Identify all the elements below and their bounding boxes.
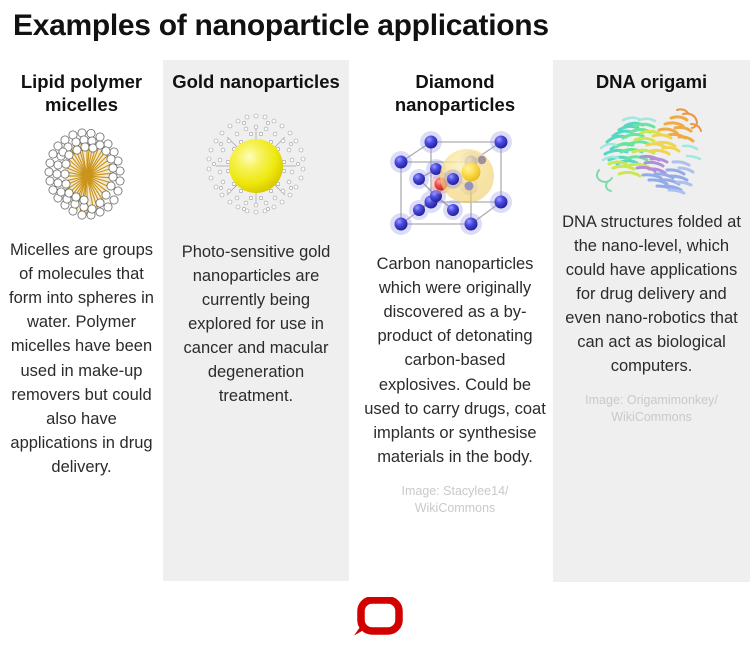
image-credit: Image: Stacylee14/ WikiCommons — [401, 483, 509, 515]
image-credit: Image: Origamimonkey/ WikiCommons — [585, 393, 718, 424]
logo-container — [0, 596, 754, 644]
card-body-text: Photo-sensitive gold nanoparticles are c… — [181, 242, 331, 406]
card-heading: Diamond nanoparticles — [394, 71, 516, 115]
micelle-illustration — [32, 124, 132, 228]
card-heading: Gold nanoparticles — [172, 71, 340, 92]
the-conversation-logo — [351, 596, 403, 644]
card-heading: Lipid polymer micelles — [20, 71, 143, 115]
dna-origami-illustration — [583, 102, 721, 200]
card-heading: DNA origami — [595, 71, 708, 92]
card-body-text: Carbon nanoparticles which were original… — [364, 255, 546, 466]
card-diamond-nanoparticles: Diamond nanoparticles — [355, 60, 555, 570]
card-body-text: Micelles are groups of molecules that fo… — [9, 241, 154, 476]
diamond-lattice-illustration — [379, 124, 531, 242]
page-title: Examples of nanoparticle applications — [13, 9, 549, 42]
card-body-text: DNA structures folded at the nano-level,… — [562, 212, 741, 376]
card-gold-nanoparticles: Gold nanoparticles — [163, 60, 349, 581]
card-dna-origami: DNA origami — [553, 60, 750, 582]
gold-nanoparticle-illustration — [181, 102, 331, 230]
card-lipid-polymer-micelles: Lipid polymer micelles — [0, 60, 163, 540]
